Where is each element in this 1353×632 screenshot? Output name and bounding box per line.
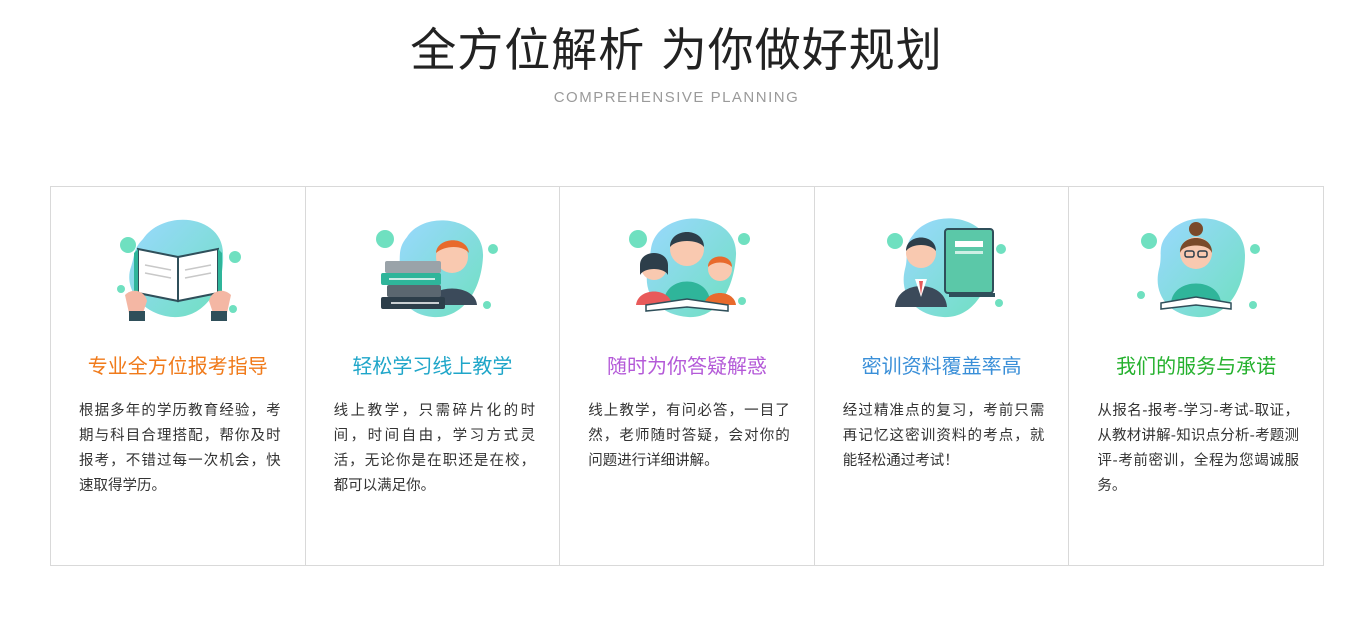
card-title: 密训资料覆盖率高 bbox=[861, 354, 1022, 378]
page-title: 全方位解析 为你做好规划 bbox=[410, 23, 943, 77]
teacher-students-icon bbox=[612, 209, 762, 327]
card-description: 线上教学，只需碎片化的时间，时间自由，学习方式灵活，无论你是在职还是在校，都可以… bbox=[333, 403, 536, 494]
businessman-notebook-icon bbox=[867, 209, 1017, 327]
card-description: 根据多年的学历教育经验，考期与科目合理搭配，帮你及时报考，不错过每一次机会，快速… bbox=[79, 403, 281, 494]
feature-card-guidance: 专业全方位报考指导 根据多年的学历教育经验，考期与科目合理搭配，帮你及时报考，不… bbox=[51, 187, 306, 565]
card-title: 随时为你答疑解惑 bbox=[606, 354, 767, 378]
feature-card-service: 我们的服务与承诺 从报名-报考-学习-考试-取证，从教材讲解-知识点分析-考题测… bbox=[1069, 187, 1323, 565]
page-subtitle: COMPREHENSIVE PLANNING bbox=[553, 89, 800, 106]
card-title: 专业全方位报考指导 bbox=[87, 354, 268, 378]
feature-card-materials: 密训资料覆盖率高 经过精准点的复习，考前只需再记忆这密训资料的考点，就能轻松通过… bbox=[815, 187, 1070, 565]
card-title: 轻松学习线上教学 bbox=[352, 354, 513, 378]
card-description: 经过精准点的复习，考前只需再记忆这密训资料的考点，就能轻松通过考试！ bbox=[842, 403, 1045, 469]
open-book-hands-icon bbox=[103, 209, 253, 327]
feature-card-online-learning: 轻松学习线上教学 线上教学，只需碎片化的时间，时间自由，学习方式灵活，无论你是在… bbox=[306, 187, 561, 565]
feature-card-qa: 随时为你答疑解惑 线上教学，有问必答，一目了然，老师随时答疑，会对你的问题进行详… bbox=[560, 187, 815, 565]
card-description: 从报名-报考-学习-考试-取证，从教材讲解-知识点分析-考题测评-考前密训，全程… bbox=[1097, 403, 1299, 494]
woman-reading-icon bbox=[1121, 209, 1271, 327]
card-title: 我们的服务与承诺 bbox=[1116, 354, 1277, 378]
books-student-icon bbox=[357, 209, 507, 327]
card-description: 线上教学，有问必答，一目了然，老师随时答疑，会对你的问题进行详细讲解。 bbox=[588, 403, 790, 469]
feature-cards: 专业全方位报考指导 根据多年的学历教育经验，考期与科目合理搭配，帮你及时报考，不… bbox=[50, 186, 1324, 566]
